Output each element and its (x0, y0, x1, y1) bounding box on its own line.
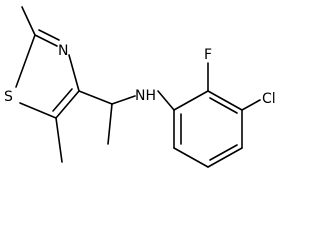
thiazole-nitrogen-label: N (58, 43, 68, 59)
structure-canvas: S N NH F Cl (4, 6, 276, 168)
bond-s1-c2 (15, 34, 36, 88)
bond-c5-methyl (55, 117, 63, 163)
fluorine-label: F (204, 47, 212, 63)
bond-c2-n3 (34, 34, 58, 47)
chlorine-label: Cl (262, 91, 276, 107)
bond-c2-methyl (21, 6, 36, 36)
bond-lines (15, 6, 261, 168)
bond-ring-c4-c5 (207, 147, 243, 168)
bond-ring-c1-c2 (173, 90, 209, 111)
bond-ch-methyl (107, 103, 113, 145)
bond-ring-c2-c3-double (209, 97, 238, 114)
bond-ring-c5-c6 (173, 147, 209, 168)
bond-c5-s1 (19, 102, 57, 119)
bond-n3-c4 (68, 54, 80, 92)
bond-c4-ch (78, 90, 113, 105)
amine-label: NH (135, 88, 156, 104)
bond-c4-c5-double (52, 88, 73, 112)
atom-labels: S N NH F Cl (4, 43, 276, 107)
bond-ch-nh (111, 95, 136, 105)
sulfur-label: S (4, 89, 13, 105)
bond-ring-c4-c5-double (209, 144, 238, 161)
bond-ring-chlorine (241, 99, 261, 111)
bond-nh-ring (157, 90, 175, 111)
bond-ring-c2-c3 (207, 90, 243, 111)
structure-diagram: S N NH F Cl (4, 6, 276, 168)
bond-c4-c5 (55, 90, 80, 119)
bond-c2-n3-double (38, 29, 60, 41)
